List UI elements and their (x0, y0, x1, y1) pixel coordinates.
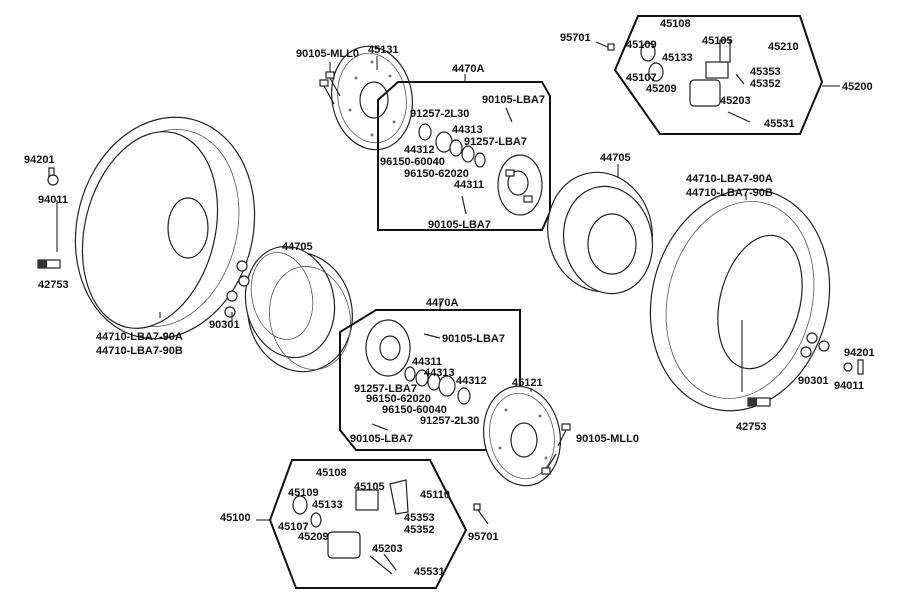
label-45109-top: 45109 (626, 39, 657, 51)
label-44313-bottom: 44313 (424, 367, 455, 379)
label-45352-top: 45352 (750, 78, 781, 90)
label-tire-right-a: 44710-LBA7-90A (686, 173, 773, 185)
tire-valve-left[interactable] (37, 259, 61, 269)
hub-bolts-top[interactable] (461, 107, 513, 215)
label-45107-bottom: 45107 (278, 521, 309, 533)
label-44312-top: 44312 (404, 144, 435, 156)
label-45100: 45100 (220, 512, 251, 524)
lug-nuts-right[interactable] (800, 332, 830, 358)
label-45531-top: 45531 (764, 118, 795, 130)
label-94201-left: 94201 (24, 154, 55, 166)
label-45108-bottom: 45108 (316, 467, 347, 479)
left-rim[interactable] (235, 238, 363, 381)
part-labels: 94201 94011 42753 44710-LBA7-90A 44710-L… (24, 18, 875, 578)
caliper-group-top-frame (613, 15, 824, 135)
tire-valve-right[interactable] (747, 397, 771, 407)
hub-top[interactable] (497, 154, 543, 216)
caliper-pistons-bottom[interactable] (292, 495, 322, 528)
hub-bolts-bottom[interactable] (371, 333, 441, 431)
caliper-bottom[interactable] (327, 479, 409, 559)
bearings-bottom[interactable] (404, 366, 471, 405)
label-45131: 45131 (368, 44, 399, 56)
label-94201-right: 94201 (844, 347, 875, 359)
label-hub-group-top: 4470A (452, 63, 484, 75)
label-94011-right: 94011 (834, 380, 864, 392)
label-95701-top: 95701 (560, 32, 591, 44)
bearings-top[interactable] (418, 123, 486, 168)
label-44312-bottom: 44312 (456, 375, 487, 387)
label-91257-lba7-bottom: 91257-LBA7 (354, 383, 417, 395)
valve-nut-right[interactable] (843, 362, 853, 372)
label-42753-left: 42753 (38, 279, 69, 291)
label-45209-top: 45209 (646, 83, 677, 95)
label-45203-top: 45203 (720, 95, 751, 107)
label-91257-lba7-top: 91257-LBA7 (464, 136, 527, 148)
hub-bottom[interactable] (365, 319, 411, 377)
label-45209-bottom: 45209 (298, 531, 329, 543)
pad-pins-bottom[interactable] (369, 553, 397, 575)
label-45121: 45121 (512, 377, 543, 389)
label-90105-lba7-bottom-a: 90105-LBA7 (442, 333, 505, 345)
label-94011-left: 94011 (38, 194, 68, 206)
label-45110: 45110 (420, 489, 450, 501)
label-45353-bottom: 45353 (404, 512, 435, 524)
label-90105-lba7-top-a: 90105-LBA7 (482, 94, 545, 106)
label-91257-2l30-top: 91257-2L30 (410, 108, 469, 120)
label-90105-lba7-top-b: 90105-LBA7 (428, 219, 491, 231)
label-45107-top: 45107 (626, 72, 657, 84)
label-rim-right: 44705 (600, 152, 631, 164)
label-45203-bottom: 45203 (372, 543, 403, 555)
label-95701-bottom: 95701 (468, 531, 499, 543)
label-90105-lba7-bottom-b: 90105-LBA7 (350, 433, 413, 445)
label-44311-bottom: 44311 (412, 356, 442, 368)
lug-nuts-left[interactable] (224, 260, 250, 322)
label-45210: 45210 (768, 41, 799, 53)
label-44313-top: 44313 (452, 124, 483, 136)
right-tire[interactable] (628, 170, 853, 430)
label-91257-2l30-bottom: 91257-2L30 (420, 415, 479, 427)
label-rim-left: 44705 (282, 241, 313, 253)
brake-disc-bottom[interactable] (476, 380, 568, 492)
label-45353-top: 45353 (750, 66, 781, 78)
pad-pins-top[interactable] (727, 73, 751, 123)
label-tire-left-a: 44710-LBA7-90A (96, 331, 183, 343)
label-96150-60040-top: 96150-60040 (380, 156, 445, 168)
label-45105-top: 45105 (702, 35, 733, 47)
hub-group-bottom-frame (339, 309, 521, 451)
disc-bolts-bottom[interactable] (541, 423, 571, 475)
disc-bolts-top[interactable] (319, 71, 341, 105)
label-44311-top: 44311 (454, 179, 484, 191)
label-45531-bottom: 45531 (414, 566, 445, 578)
label-45105-bottom: 45105 (354, 481, 385, 493)
valve-cap-right[interactable] (857, 359, 864, 375)
label-45352-bottom: 45352 (404, 524, 435, 536)
label-tire-right-b: 44710-LBA7-90B (686, 187, 773, 199)
label-96150-60040-bottom: 96150-60040 (382, 404, 447, 416)
left-tire[interactable] (53, 98, 278, 358)
label-42753-right: 42753 (736, 421, 767, 433)
right-rim[interactable] (537, 162, 664, 301)
caliper-top[interactable] (689, 39, 731, 107)
label-45200: 45200 (842, 81, 873, 93)
label-45133-bottom: 45133 (312, 499, 343, 511)
label-90301-left: 90301 (209, 319, 240, 331)
label-tire-left-b: 44710-LBA7-90B (96, 345, 183, 357)
label-96150-62020-bottom: 96150-62020 (366, 393, 431, 405)
label-45108-top: 45108 (660, 18, 691, 30)
label-90105-mll0-bottom: 90105-MLL0 (576, 433, 639, 445)
bracket-bolt-bottom[interactable] (473, 503, 489, 525)
label-45109-bottom: 45109 (288, 487, 319, 499)
hub-group-top-frame (377, 81, 551, 231)
label-90301-right: 90301 (798, 375, 829, 387)
label-45133-top: 45133 (662, 52, 693, 64)
bracket-bolt-top[interactable] (595, 41, 615, 51)
label-96150-62020-top: 96150-62020 (404, 168, 469, 180)
valve-nut-left[interactable] (47, 174, 59, 186)
label-90105-mll0-top: 90105-MLL0 (296, 48, 359, 60)
caliper-pistons-top[interactable] (640, 42, 664, 82)
brake-disc-top[interactable] (324, 40, 421, 156)
label-hub-group-bottom: 4470A (426, 297, 458, 309)
